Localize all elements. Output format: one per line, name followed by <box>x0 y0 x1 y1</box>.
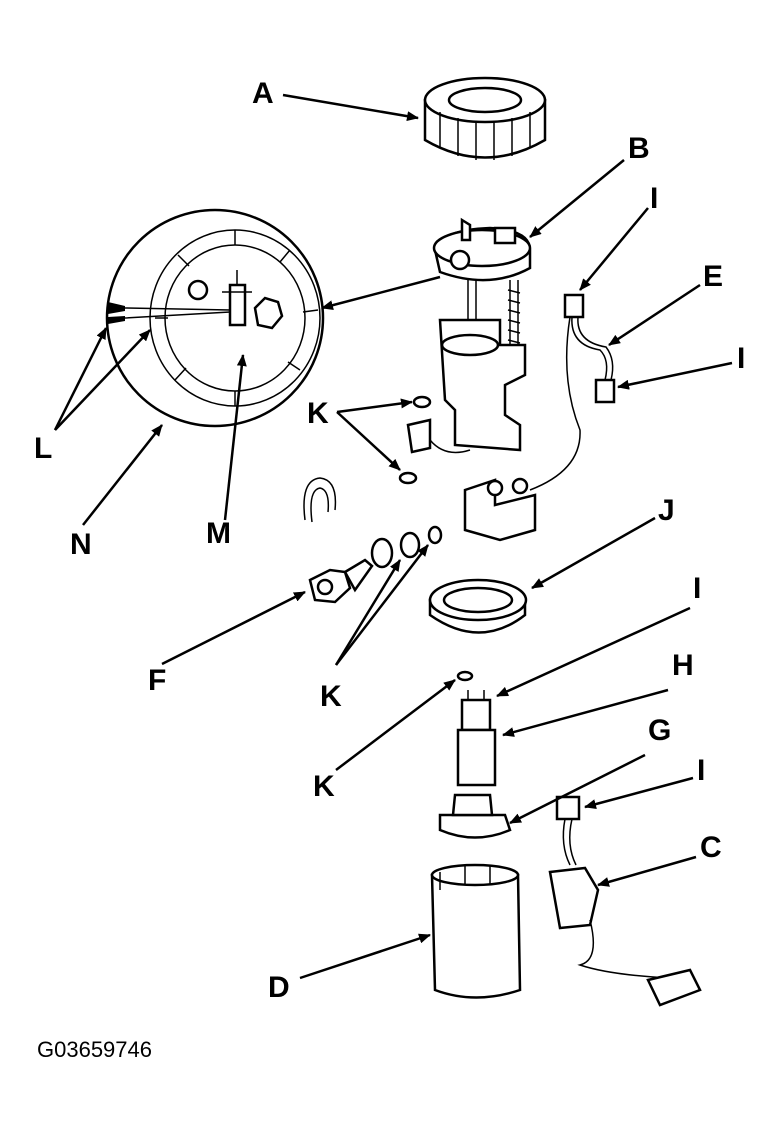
label-k-upper: K <box>307 397 329 430</box>
part-strainer <box>438 793 512 839</box>
label-j: J <box>658 494 675 527</box>
part-fuel-tank-view <box>105 208 325 428</box>
label-l: L <box>34 432 52 465</box>
label-m: M <box>206 517 231 550</box>
label-n: N <box>70 528 92 561</box>
part-o-rings <box>370 525 443 569</box>
label-i-upper: I <box>650 182 658 215</box>
label-g: G <box>648 714 671 747</box>
label-k-lower: K <box>313 770 335 803</box>
part-reservoir <box>430 863 522 999</box>
label-b: B <box>628 132 650 165</box>
label-i-lower: I <box>697 754 705 787</box>
part-pump-motor <box>456 690 497 787</box>
part-level-sensor <box>548 795 702 1007</box>
label-d: D <box>268 971 290 1004</box>
label-f: F <box>148 664 166 697</box>
figure-code: G03659746 <box>37 1037 152 1062</box>
part-wiring-harness <box>529 293 616 491</box>
label-i-mid: I <box>693 572 701 605</box>
label-a: A <box>252 77 274 110</box>
part-fitting <box>308 558 374 604</box>
part-seal-lower <box>456 670 474 682</box>
part-seals-upper <box>398 395 432 485</box>
label-k-mid: K <box>320 680 342 713</box>
leader-lines <box>53 93 733 980</box>
part-fuel-pump-assembly <box>406 217 537 542</box>
part-lock-ring <box>423 76 547 160</box>
label-e: E <box>703 260 723 293</box>
part-retaining-clip <box>303 477 337 523</box>
label-c: C <box>700 831 722 864</box>
part-seal-ring <box>428 578 528 634</box>
label-h: H <box>672 649 694 682</box>
label-i-right: I <box>737 342 745 375</box>
